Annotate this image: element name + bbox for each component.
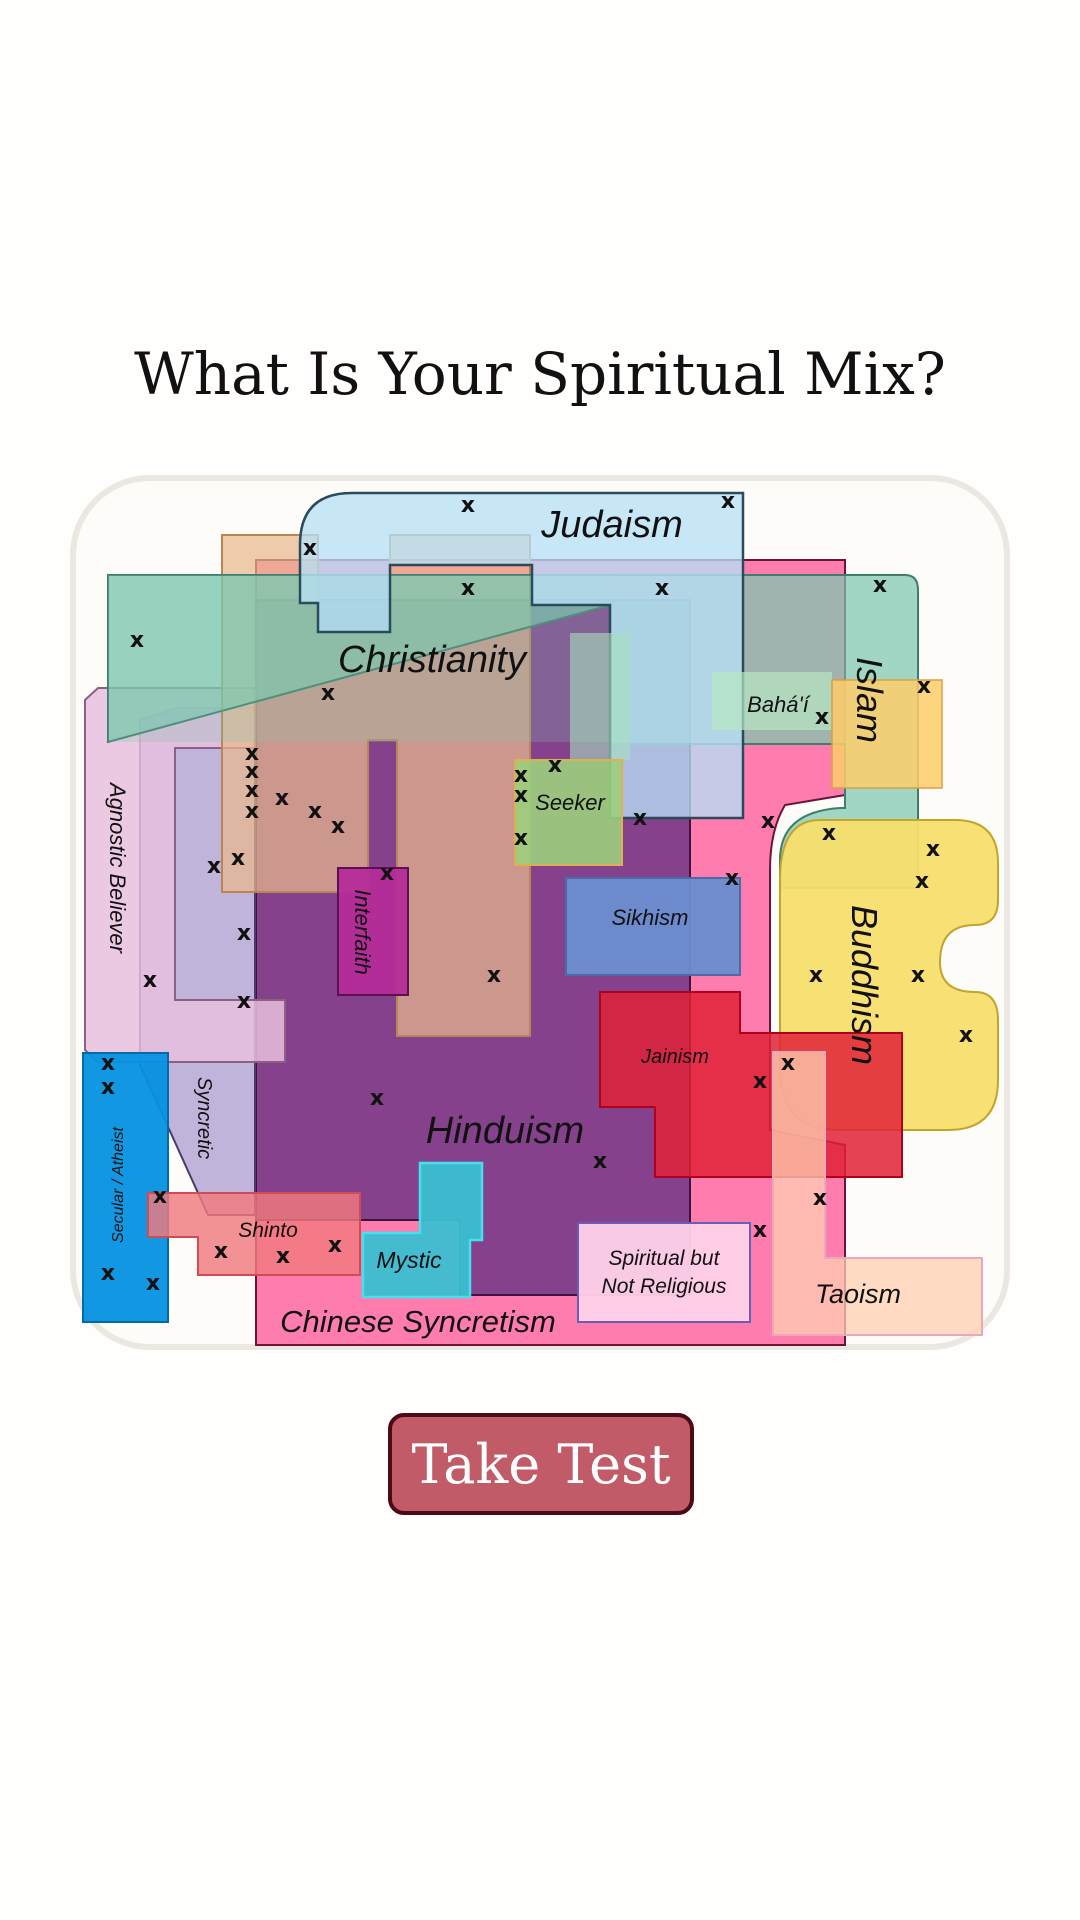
region-seeker: [514, 759, 623, 866]
region-secular-atheist: [82, 1052, 169, 1323]
marker-x: x: [753, 1069, 767, 1094]
marker-x: x: [276, 1244, 290, 1269]
marker-x: x: [370, 1086, 384, 1111]
marker-x: x: [725, 866, 739, 891]
marker-x: x: [873, 573, 887, 598]
label-syncretic: Syncretic: [193, 1077, 215, 1159]
marker-x: x: [130, 628, 144, 653]
marker-x: x: [721, 489, 735, 514]
region-interfaith: [337, 867, 409, 996]
label-christianity: Christianity: [338, 639, 528, 681]
marker-x: x: [214, 1239, 228, 1264]
marker-x: x: [514, 826, 528, 851]
region-accent-orange: [831, 679, 943, 789]
region-judaism: [298, 491, 745, 820]
marker-x: x: [809, 963, 823, 988]
marker-x: x: [237, 989, 251, 1014]
marker-x: x: [237, 921, 251, 946]
marker-x: x: [487, 963, 501, 988]
marker-x: x: [911, 963, 925, 988]
marker-x: x: [245, 778, 259, 803]
marker-x: x: [917, 674, 931, 699]
marker-x: x: [245, 759, 259, 784]
label-interfaith: Interfaith: [350, 889, 375, 975]
marker-x: x: [207, 854, 221, 879]
marker-x: x: [761, 809, 775, 834]
marker-x: x: [514, 783, 528, 808]
marker-x: x: [915, 869, 929, 894]
marker-x: x: [461, 576, 475, 601]
label-seeker: Seeker: [535, 790, 606, 815]
marker-x: x: [548, 753, 562, 778]
take-test-button[interactable]: Take Test: [388, 1413, 694, 1515]
marker-x: x: [303, 536, 317, 561]
marker-x: x: [813, 1186, 827, 1211]
label-shinto: Shinto: [238, 1219, 298, 1242]
marker-x: x: [461, 493, 475, 518]
marker-x: x: [101, 1261, 115, 1286]
marker-x: x: [328, 1233, 342, 1258]
marker-x: x: [753, 1218, 767, 1243]
marker-x: x: [101, 1075, 115, 1100]
marker-x: x: [959, 1023, 973, 1048]
marker-x: x: [231, 846, 245, 871]
marker-x: x: [146, 1271, 160, 1296]
marker-x: x: [245, 799, 259, 824]
marker-x: x: [308, 799, 322, 824]
region-bahai: [712, 672, 832, 730]
marker-x: x: [153, 1184, 167, 1209]
marker-x: x: [815, 705, 829, 730]
marker-x: x: [514, 763, 528, 788]
marker-x: x: [633, 806, 647, 831]
marker-x: x: [321, 681, 335, 706]
label-mystic: Mystic: [376, 1247, 442, 1273]
region-islam-lower: [108, 575, 610, 742]
marker-x: x: [245, 741, 259, 766]
marker-x: x: [275, 786, 289, 811]
label-hinduism: Hinduism: [426, 1110, 584, 1152]
label-jainism: Jainism: [640, 1046, 709, 1068]
region-sikhism: [565, 877, 741, 976]
marker-x: x: [143, 968, 157, 993]
label-chinese-syncretism: Chinese Syncretism: [280, 1304, 556, 1339]
region-mystic: [361, 1161, 484, 1299]
label-sikhism: Sikhism: [611, 905, 688, 930]
marker-x: x: [822, 821, 836, 846]
marker-x: x: [101, 1051, 115, 1076]
marker-x: x: [781, 1051, 795, 1076]
marker-x: x: [593, 1149, 607, 1174]
region-shinto: [147, 1192, 361, 1276]
marker-x: x: [380, 861, 394, 886]
region-taoism: [772, 1051, 983, 1336]
label-buddhism: Buddhism: [844, 905, 885, 1065]
marker-x: x: [926, 837, 940, 862]
label-agnostic-believer: Agnostic Believer: [105, 781, 130, 955]
label-secular-atheist: Secular / Atheist: [110, 1126, 127, 1242]
label-taoism: Taoism: [815, 1279, 901, 1309]
label-bahai: Bahá'í: [747, 692, 811, 717]
label-judaism: Judaism: [540, 504, 683, 546]
label-spiritual-line1: Spiritual but: [609, 1247, 721, 1270]
page-title: What Is Your Spiritual Mix?: [134, 340, 946, 408]
marker-x: x: [331, 814, 345, 839]
region-bahai-stem: [570, 633, 630, 760]
marker-x: x: [655, 576, 669, 601]
label-islam: Islam: [849, 657, 890, 743]
label-spiritual-line2: Not Religious: [602, 1275, 727, 1298]
region-jainism: [599, 991, 903, 1178]
region-spiritual-not-religious: [577, 1222, 751, 1323]
